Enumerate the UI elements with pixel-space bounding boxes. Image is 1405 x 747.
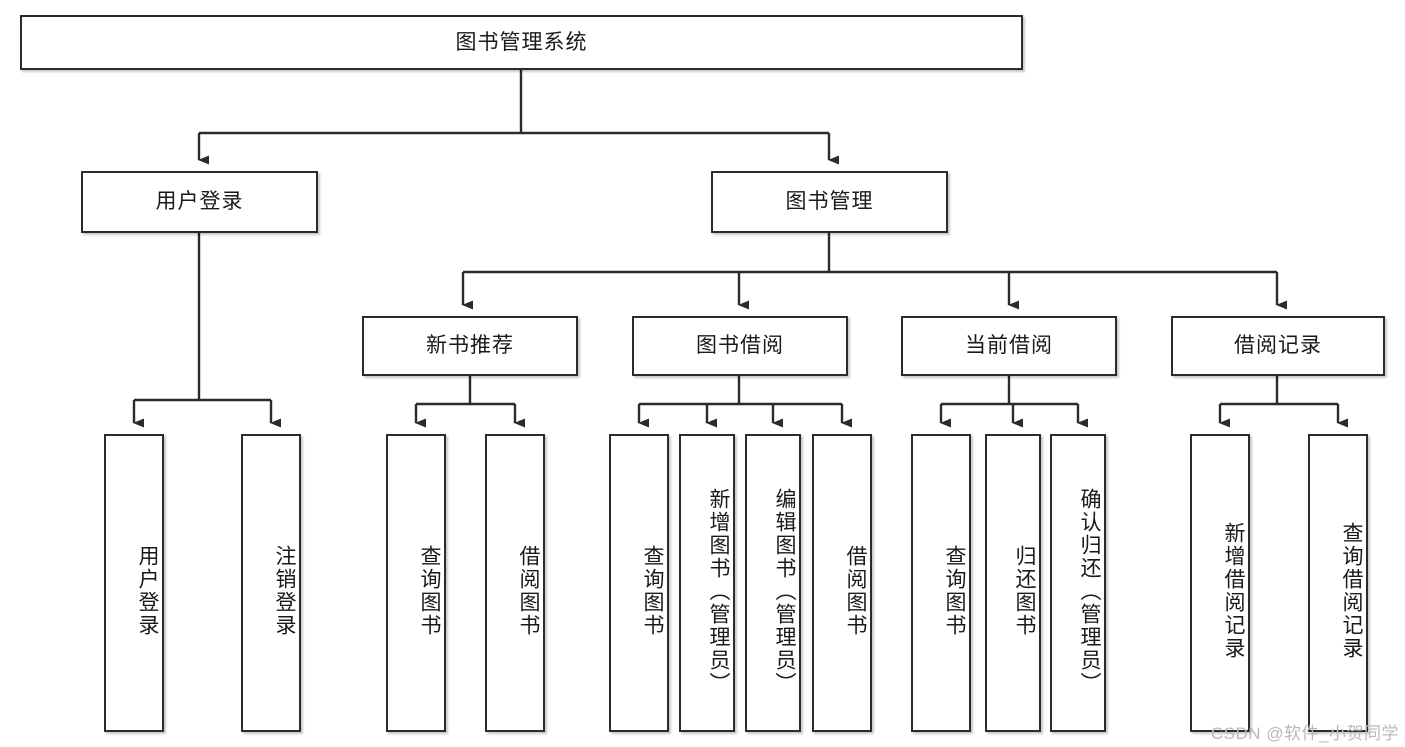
node-label: 注销登录 <box>273 545 296 637</box>
node-l-conf[interactable]: 确认归还（管理员） <box>1050 434 1106 732</box>
csdn-watermark: CSDN @软件_小贺同学 <box>1210 724 1399 743</box>
node-label: 查询图书 <box>943 545 966 637</box>
node-label: 查询图书 <box>641 545 664 637</box>
node-label: 确认归还（管理员） <box>1078 487 1101 695</box>
node-root[interactable]: 图书管理系统 <box>20 15 1023 70</box>
node-n-borrow-record[interactable]: 借阅记录 <box>1171 316 1385 376</box>
node-label: 用户登录 <box>136 545 159 637</box>
node-l-q1[interactable]: 查询图书 <box>386 434 446 732</box>
node-label: 借阅图书 <box>517 545 540 637</box>
node-label: 新书推荐 <box>426 334 514 358</box>
node-label: 用户登录 <box>155 190 244 214</box>
node-label: 当前借阅 <box>965 334 1053 358</box>
node-label: 新增借阅记录 <box>1222 522 1245 660</box>
node-l-b2[interactable]: 借阅图书 <box>812 434 872 732</box>
node-l-q3[interactable]: 查询图书 <box>911 434 971 732</box>
node-n-new-book-rec[interactable]: 新书推荐 <box>362 316 578 376</box>
node-label: 借阅图书 <box>844 545 867 637</box>
node-label: 新增图书（管理员） <box>707 487 730 695</box>
node-label: 借阅记录 <box>1234 334 1322 358</box>
node-n-user-login[interactable]: 用户登录 <box>81 171 318 233</box>
node-l-b1[interactable]: 借阅图书 <box>485 434 545 732</box>
node-l-add[interactable]: 新增图书（管理员） <box>679 434 735 732</box>
node-l-user-login[interactable]: 用户登录 <box>104 434 164 732</box>
node-l-edit[interactable]: 编辑图书（管理员） <box>745 434 801 732</box>
node-n-book-manage[interactable]: 图书管理 <box>711 171 948 233</box>
node-l-addrec[interactable]: 新增借阅记录 <box>1190 434 1250 732</box>
node-label: 编辑图书（管理员） <box>773 487 796 695</box>
node-l-logout[interactable]: 注销登录 <box>241 434 301 732</box>
node-l-ret[interactable]: 归还图书 <box>985 434 1041 732</box>
node-l-qrec[interactable]: 查询借阅记录 <box>1308 434 1368 732</box>
node-l-q2[interactable]: 查询图书 <box>609 434 669 732</box>
node-label: 图书借阅 <box>696 334 784 358</box>
node-label: 图书管理系统 <box>455 30 588 54</box>
node-label: 图书管理 <box>785 190 874 214</box>
node-label: 查询借阅记录 <box>1340 522 1363 660</box>
node-n-book-borrow[interactable]: 图书借阅 <box>632 316 848 376</box>
node-label: 归还图书 <box>1013 545 1036 637</box>
node-label: 查询图书 <box>418 545 441 637</box>
node-n-current-borrow[interactable]: 当前借阅 <box>901 316 1117 376</box>
